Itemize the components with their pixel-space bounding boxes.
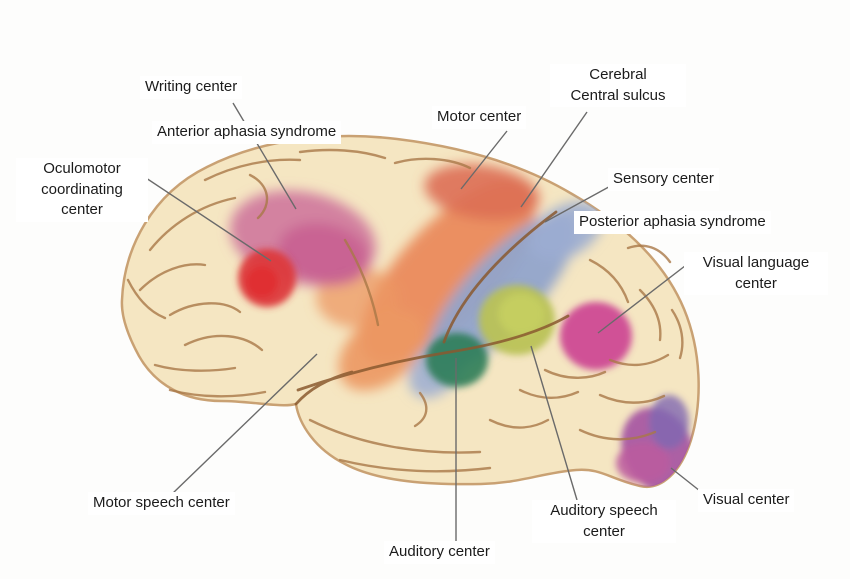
region-writing-core bbox=[278, 223, 370, 285]
region-oculomotor-core bbox=[246, 266, 278, 298]
label-auditory-center: Auditory center bbox=[384, 541, 495, 564]
region-auditory-speech-core bbox=[498, 293, 544, 335]
label-writing-center: Writing center bbox=[140, 76, 243, 99]
leader-central-sulcus bbox=[520, 111, 588, 208]
leader-motor-speech bbox=[171, 353, 318, 495]
leader-sensory-center bbox=[544, 182, 617, 223]
leader-visual-language bbox=[597, 258, 695, 334]
label-sensory-center: Sensory center bbox=[608, 168, 719, 191]
leader-lines bbox=[136, 102, 701, 542]
label-anterior-aphasia-syndrome: Anterior aphasia syndrome bbox=[152, 121, 342, 144]
label-cerebral-central-sulcus: Cerebral Central sulcus bbox=[550, 64, 686, 108]
label-auditory-speech-center: Auditory speech center bbox=[532, 500, 676, 544]
region-visual-violet bbox=[649, 395, 689, 449]
major-sulci bbox=[294, 210, 570, 406]
leader-motor-center bbox=[460, 130, 508, 190]
leader-oculomotor bbox=[136, 171, 272, 262]
leader-writing-center bbox=[232, 102, 297, 210]
label-visual-center: Visual center bbox=[698, 489, 795, 512]
label-oculomotor-coordinating-center: Oculomotor coordinating center bbox=[16, 158, 148, 223]
label-motor-speech-center: Motor speech center bbox=[88, 492, 235, 515]
label-posterior-aphasia-syndrome: Posterior aphasia syndrome bbox=[574, 211, 771, 234]
label-visual-language-center: Visual language center bbox=[684, 252, 828, 296]
region-visual-lower bbox=[616, 443, 670, 483]
leader-auditory-speech bbox=[530, 345, 578, 501]
region-motor-top bbox=[424, 164, 540, 220]
leader-visual-center bbox=[670, 467, 701, 492]
region-auditory bbox=[426, 333, 488, 387]
label-motor-center: Motor center bbox=[432, 106, 527, 129]
sulci bbox=[126, 148, 684, 473]
region-visual-language bbox=[560, 302, 632, 370]
